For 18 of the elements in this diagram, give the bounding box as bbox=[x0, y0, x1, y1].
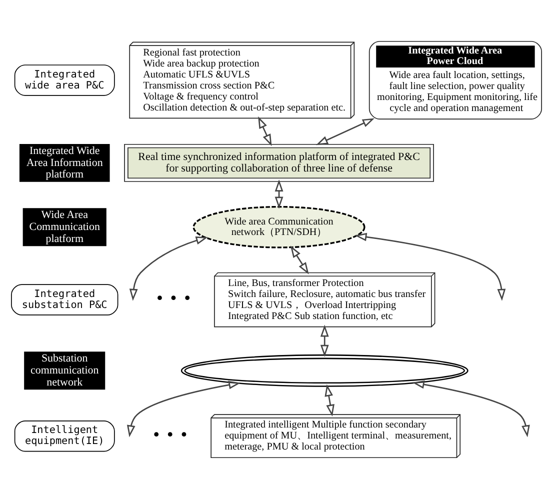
arrow bbox=[290, 245, 309, 274]
node-box: Real time synchronized information platform of integrated P&C for supporting collaboration of three line of defense bbox=[124, 143, 434, 182]
arrow bbox=[324, 384, 334, 416]
node-box: Integrated Wide Area Information platform bbox=[19, 143, 110, 182]
arrow bbox=[274, 178, 284, 208]
arrow bbox=[316, 118, 375, 145]
node-box: Intelligent equipment(IE) bbox=[14, 420, 115, 452]
label: • • • bbox=[152, 425, 188, 444]
node-box: Wide Area Communication platform bbox=[22, 208, 106, 246]
arrow bbox=[258, 116, 272, 146]
node-box: Integrated substation P&C bbox=[11, 284, 118, 315]
label: • • • bbox=[155, 288, 192, 307]
node-box: Integrated Wide Area Power Cloud Wide area fault location, settings, fault line selection, power quality monitoring, Equipment monitoring, life cycle and operation management bbox=[368, 40, 542, 119]
node-ellipse bbox=[180, 354, 468, 386]
node-box: Integrated wide area P&C bbox=[14, 64, 115, 96]
node-box: Substation communication network bbox=[24, 351, 106, 390]
arrow bbox=[320, 324, 329, 356]
node-ellipse: Wide area Communication network（PTN/SDH） bbox=[192, 205, 366, 248]
